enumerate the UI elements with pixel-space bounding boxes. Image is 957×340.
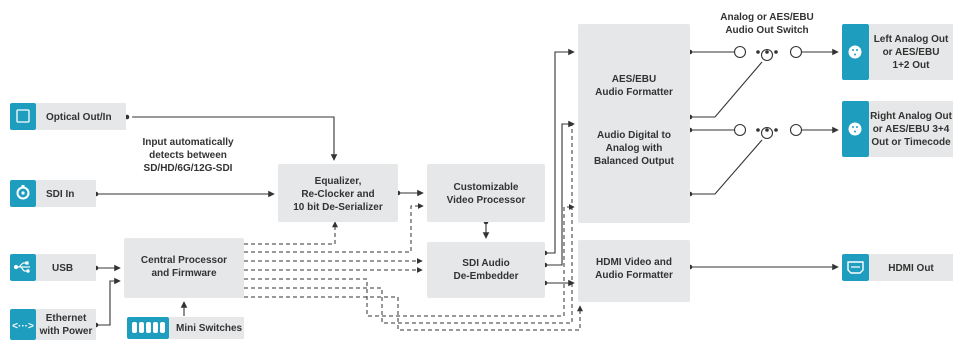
video-processor-line-1: Customizable	[453, 182, 518, 193]
hdmi-output: HDMI Out	[842, 254, 953, 281]
dip-switch-icon	[132, 322, 165, 333]
auto-detect-note: Input automatically detects between SD/H…	[142, 137, 234, 174]
mini-switches: Mini Switches	[127, 317, 244, 339]
central-processor-line-1: Central Processor	[141, 255, 227, 266]
ethernet-label-line1: Ethernet	[46, 313, 87, 324]
switch-label-line-1: Analog or AES/EBU	[720, 12, 814, 23]
equalizer-line-3: 10 bit De-Serializer	[293, 202, 383, 213]
bnc-connector-icon	[16, 185, 30, 200]
optical-label: Optical Out/In	[46, 112, 112, 123]
optical-port: Optical Out/In	[10, 103, 126, 130]
left-output-line-1: Left Analog Out	[874, 34, 949, 45]
hdmi-formatter-line-2: Audio Formatter	[595, 270, 673, 281]
square-port-icon	[16, 109, 30, 123]
sdi-audio-line-1: SDI Audio	[462, 258, 509, 269]
left-analog-output: Left Analog Out or AES/EBU 1+2 Out	[842, 24, 953, 80]
audio-switch-label: Analog or AES/EBU Audio Out Switch	[720, 12, 814, 36]
hdmi-formatter-block: HDMI Video and Audio Formatter	[578, 240, 690, 302]
ethernet-port: <···> Ethernet with Power	[10, 309, 96, 340]
right-analog-output: Right Analog Out or AES/EBU 3+4 Out or T…	[842, 101, 953, 157]
audio-digital-line-1: Audio Digital to	[597, 130, 671, 141]
hdmi-out-label: HDMI Out	[888, 263, 934, 274]
audio-digital-line-3: Balanced Output	[594, 156, 675, 167]
usb-icon	[13, 261, 30, 273]
equalizer-line-1: Equalizer,	[315, 176, 362, 187]
right-output-line-1: Right Analog Out	[870, 111, 953, 122]
equalizer-line-2: Re-Clocker and	[301, 189, 374, 200]
note-line-2: detects between	[149, 150, 227, 161]
video-processor-line-2: Video Processor	[447, 195, 526, 206]
equalizer-block: Equalizer, Re-Clocker and 10 bit De-Seri…	[278, 164, 398, 222]
sdi-audio-line-2: De-Embedder	[453, 271, 518, 282]
usb-label: USB	[52, 263, 73, 274]
mini-switches-label: Mini Switches	[176, 323, 243, 334]
sdi-audio-block: SDI Audio De-Embedder	[427, 242, 545, 298]
central-processor-line-2: and Firmware	[151, 268, 216, 279]
usb-port: USB	[10, 254, 96, 281]
right-output-line-2: or AES/EBU 3+4	[873, 124, 950, 135]
note-line-1: Input automatically	[142, 137, 234, 148]
left-output-line-3: 1+2 Out	[893, 60, 931, 71]
xlr-connector-icon	[848, 122, 862, 136]
ethernet-icon: <···>	[12, 321, 34, 332]
ethernet-label-line2: with Power	[39, 326, 93, 337]
left-output-line-2: or AES/EBU	[883, 47, 940, 58]
note-line-3: SD/HD/6G/12G-SDI	[144, 163, 233, 174]
hdmi-formatter-line-1: HDMI Video and	[596, 257, 672, 268]
connection-lines	[93, 45, 839, 331]
video-processor-block: Customizable Video Processor	[427, 164, 545, 222]
switch-label-line-2: Audio Out Switch	[725, 25, 808, 36]
aes-formatter-block: AES/EBU Audio Formatter Audio Digital to…	[578, 24, 690, 223]
audio-digital-line-2: Analog with	[606, 143, 663, 154]
right-output-line-3: Out or Timecode	[871, 137, 951, 148]
aes-formatter-line-2: Audio Formatter	[595, 87, 673, 98]
svg-text:<···>: <···>	[12, 321, 34, 332]
central-processor-block: Central Processor and Firmware	[124, 238, 244, 298]
xlr-connector-icon	[848, 45, 862, 59]
sdi-in-label: SDI In	[46, 189, 74, 200]
aes-formatter-line-1: AES/EBU	[612, 74, 656, 85]
sdi-in-port: SDI In	[10, 180, 96, 207]
hdmi-port-icon	[847, 261, 864, 274]
